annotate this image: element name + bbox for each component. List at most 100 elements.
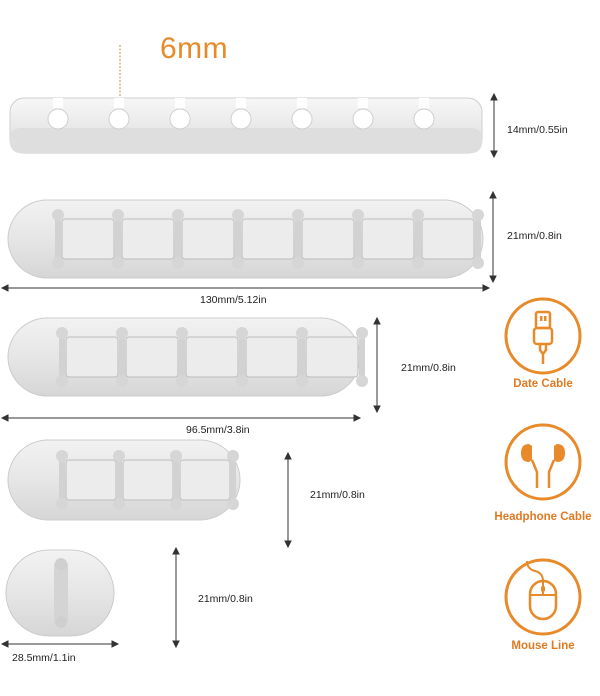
use-label-mouse-line: Mouse Line <box>511 640 575 652</box>
use-label-headphone-cable: Headphone Cable <box>494 511 592 523</box>
slot-gap <box>295 217 301 261</box>
slot-notch <box>358 98 368 108</box>
slot-hole <box>412 257 424 269</box>
slot-hole <box>352 108 374 130</box>
slot-segment <box>125 336 179 378</box>
slot-hole <box>56 327 68 339</box>
mouse-icon <box>504 558 582 636</box>
slot-segment <box>179 459 231 501</box>
dimension-arrows <box>0 92 498 649</box>
slot-segment <box>245 336 299 378</box>
earphones-icon <box>504 423 582 501</box>
slot-gap <box>239 335 245 379</box>
slot-hole <box>296 375 308 387</box>
organizer-7-slot-segments <box>52 209 484 269</box>
slot-notch <box>53 98 63 108</box>
slot-hole <box>56 375 68 387</box>
slot-segment <box>241 218 295 260</box>
slot-gap <box>359 335 365 379</box>
slot-gap <box>55 217 61 261</box>
slot-gap <box>179 335 185 379</box>
slot-hole <box>227 498 239 510</box>
organizer-1-slot <box>5 549 115 637</box>
slot-hole <box>227 450 239 462</box>
slot-hole <box>356 327 368 339</box>
organizer-7-slot-holes <box>47 98 435 130</box>
slot-hole <box>413 108 435 130</box>
slot-gap <box>175 217 181 261</box>
height-label-org1: 14mm/0.55in <box>507 124 568 136</box>
slot-gap <box>59 458 65 502</box>
slot-hole <box>47 108 69 130</box>
slot-notch <box>114 98 124 108</box>
slot-hole <box>292 257 304 269</box>
slot-hole <box>116 327 128 339</box>
slot-gap <box>116 458 122 502</box>
slot-segment <box>185 336 239 378</box>
height-label-org5: 21mm/0.8in <box>198 593 253 605</box>
slot-segment <box>65 459 117 501</box>
slot-hole <box>296 327 308 339</box>
slot-gap <box>173 458 179 502</box>
height-label-org2: 21mm/0.8in <box>507 230 562 242</box>
height-label-org3: 21mm/0.8in <box>401 362 456 374</box>
slot-segment <box>61 218 115 260</box>
slot-segment <box>361 218 415 260</box>
slot-hole <box>236 375 248 387</box>
slot-hole <box>292 209 304 221</box>
height-label-org4: 21mm/0.8in <box>310 489 365 501</box>
slot-notch <box>236 98 246 108</box>
slot-gap <box>59 335 65 379</box>
slot-gap <box>415 217 421 261</box>
slot-hole <box>172 257 184 269</box>
slot-gap <box>475 217 481 261</box>
slot-hole <box>56 450 68 462</box>
slot-hole <box>52 209 64 221</box>
organizer-3-slot-segments <box>56 450 239 510</box>
slot-gap <box>235 217 241 261</box>
slot-segment <box>121 218 175 260</box>
width-label-org1: 130mm/5.12in <box>200 294 267 306</box>
slot-hole <box>172 209 184 221</box>
slot-hole <box>232 257 244 269</box>
slot-hole <box>356 375 368 387</box>
slot-hole <box>113 450 125 462</box>
slot-hole <box>176 327 188 339</box>
slot-segment <box>421 218 475 260</box>
slot-hole <box>230 108 252 130</box>
slot-hole <box>170 450 182 462</box>
slot-hole <box>169 108 191 130</box>
use-label-date-cable: Date Cable <box>513 378 573 390</box>
slot-segment <box>181 218 235 260</box>
slot-hole <box>352 257 364 269</box>
slot-gap <box>355 217 361 261</box>
slot-notch <box>419 98 429 108</box>
slot-hole <box>412 209 424 221</box>
slot-hole <box>112 257 124 269</box>
slot-size-callout: 6mm <box>160 32 229 65</box>
slot-hole <box>170 498 182 510</box>
slot-hole <box>56 498 68 510</box>
slot-gap <box>230 458 236 502</box>
slot-hole <box>108 108 130 130</box>
slot-hole <box>52 257 64 269</box>
usb-cable-icon <box>504 297 582 375</box>
slot-hole <box>113 498 125 510</box>
slot-hole <box>352 209 364 221</box>
width-label-org3: 96.5mm/3.8in <box>186 424 250 436</box>
slot-gap <box>115 217 121 261</box>
slot-segment <box>305 336 359 378</box>
slot-notch <box>175 98 185 108</box>
slot-hole <box>472 257 484 269</box>
slot-gap <box>299 335 305 379</box>
slot-segment <box>301 218 355 260</box>
slot-gap <box>119 335 125 379</box>
slot-hole <box>116 375 128 387</box>
slot-hole <box>236 327 248 339</box>
slot-hole <box>232 209 244 221</box>
slot-hole <box>472 209 484 221</box>
slot-segment <box>65 336 119 378</box>
organizer-5-slot-segments <box>56 327 368 387</box>
slot-hole <box>176 375 188 387</box>
